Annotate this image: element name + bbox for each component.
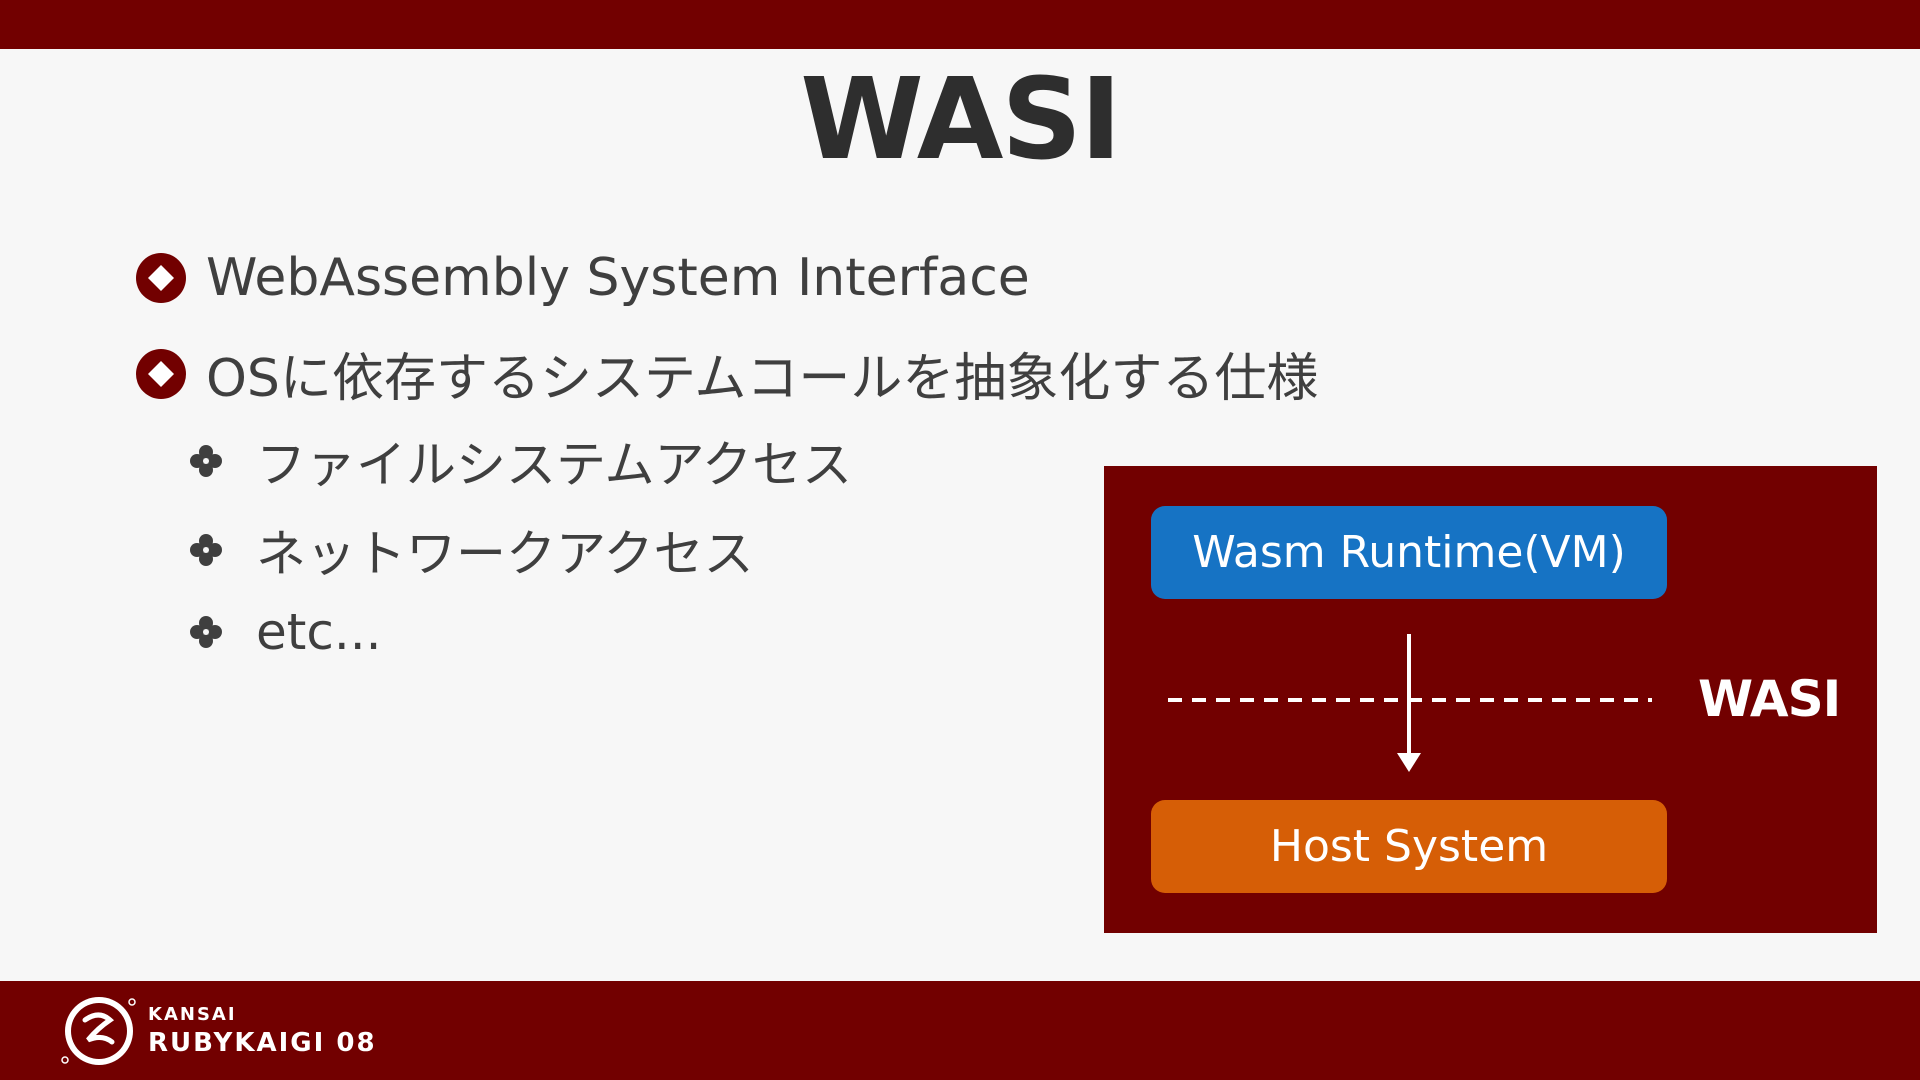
- top-banner: [0, 0, 1920, 49]
- bullet-text: OSに依存するシステムコールを抽象化する仕様: [206, 349, 1319, 409]
- wasi-boundary-label: WASI: [1698, 670, 1841, 728]
- call-flow-connector: [1168, 634, 1652, 772]
- sub-bullet-text: etc...: [256, 603, 382, 661]
- diamond-bullet-icon: [136, 253, 186, 303]
- four-petal-clover-icon: [186, 531, 226, 569]
- bullet-item: OSに依存するシステムコールを抽象化する仕様: [136, 336, 1318, 411]
- host-system-box: Host System: [1151, 800, 1667, 893]
- slide-title: WASI: [800, 55, 1122, 185]
- down-arrow-icon: [1397, 753, 1421, 772]
- diamond-bullet-icon: [136, 348, 186, 399]
- bullet-item: WebAssembly System Interface: [136, 248, 1030, 308]
- footer-event-name: RUBYKAIGI 08: [148, 1028, 377, 1058]
- bullet-text: WebAssembly System Interface: [206, 248, 1030, 308]
- wasi-architecture-diagram: Wasm Runtime(VM) WASI Host System: [1104, 466, 1877, 933]
- sub-bullet-text: ファイルシステムアクセス: [256, 436, 852, 494]
- footer-event-kansai: KANSAI: [148, 1004, 237, 1025]
- sub-bullet-item: ファイルシステムアクセス: [186, 425, 852, 497]
- four-petal-clover-icon: [186, 613, 226, 651]
- rubykaigi-logo: [61, 997, 136, 1065]
- wasm-runtime-box: Wasm Runtime(VM): [1151, 506, 1667, 599]
- four-petal-clover-icon: [186, 442, 226, 480]
- sub-bullet-text: ネットワークアクセス: [256, 525, 754, 583]
- sub-bullet-item: etc...: [186, 603, 382, 661]
- footer-banner: [0, 981, 1920, 1080]
- sub-bullet-item: ネットワークアクセス: [186, 514, 754, 586]
